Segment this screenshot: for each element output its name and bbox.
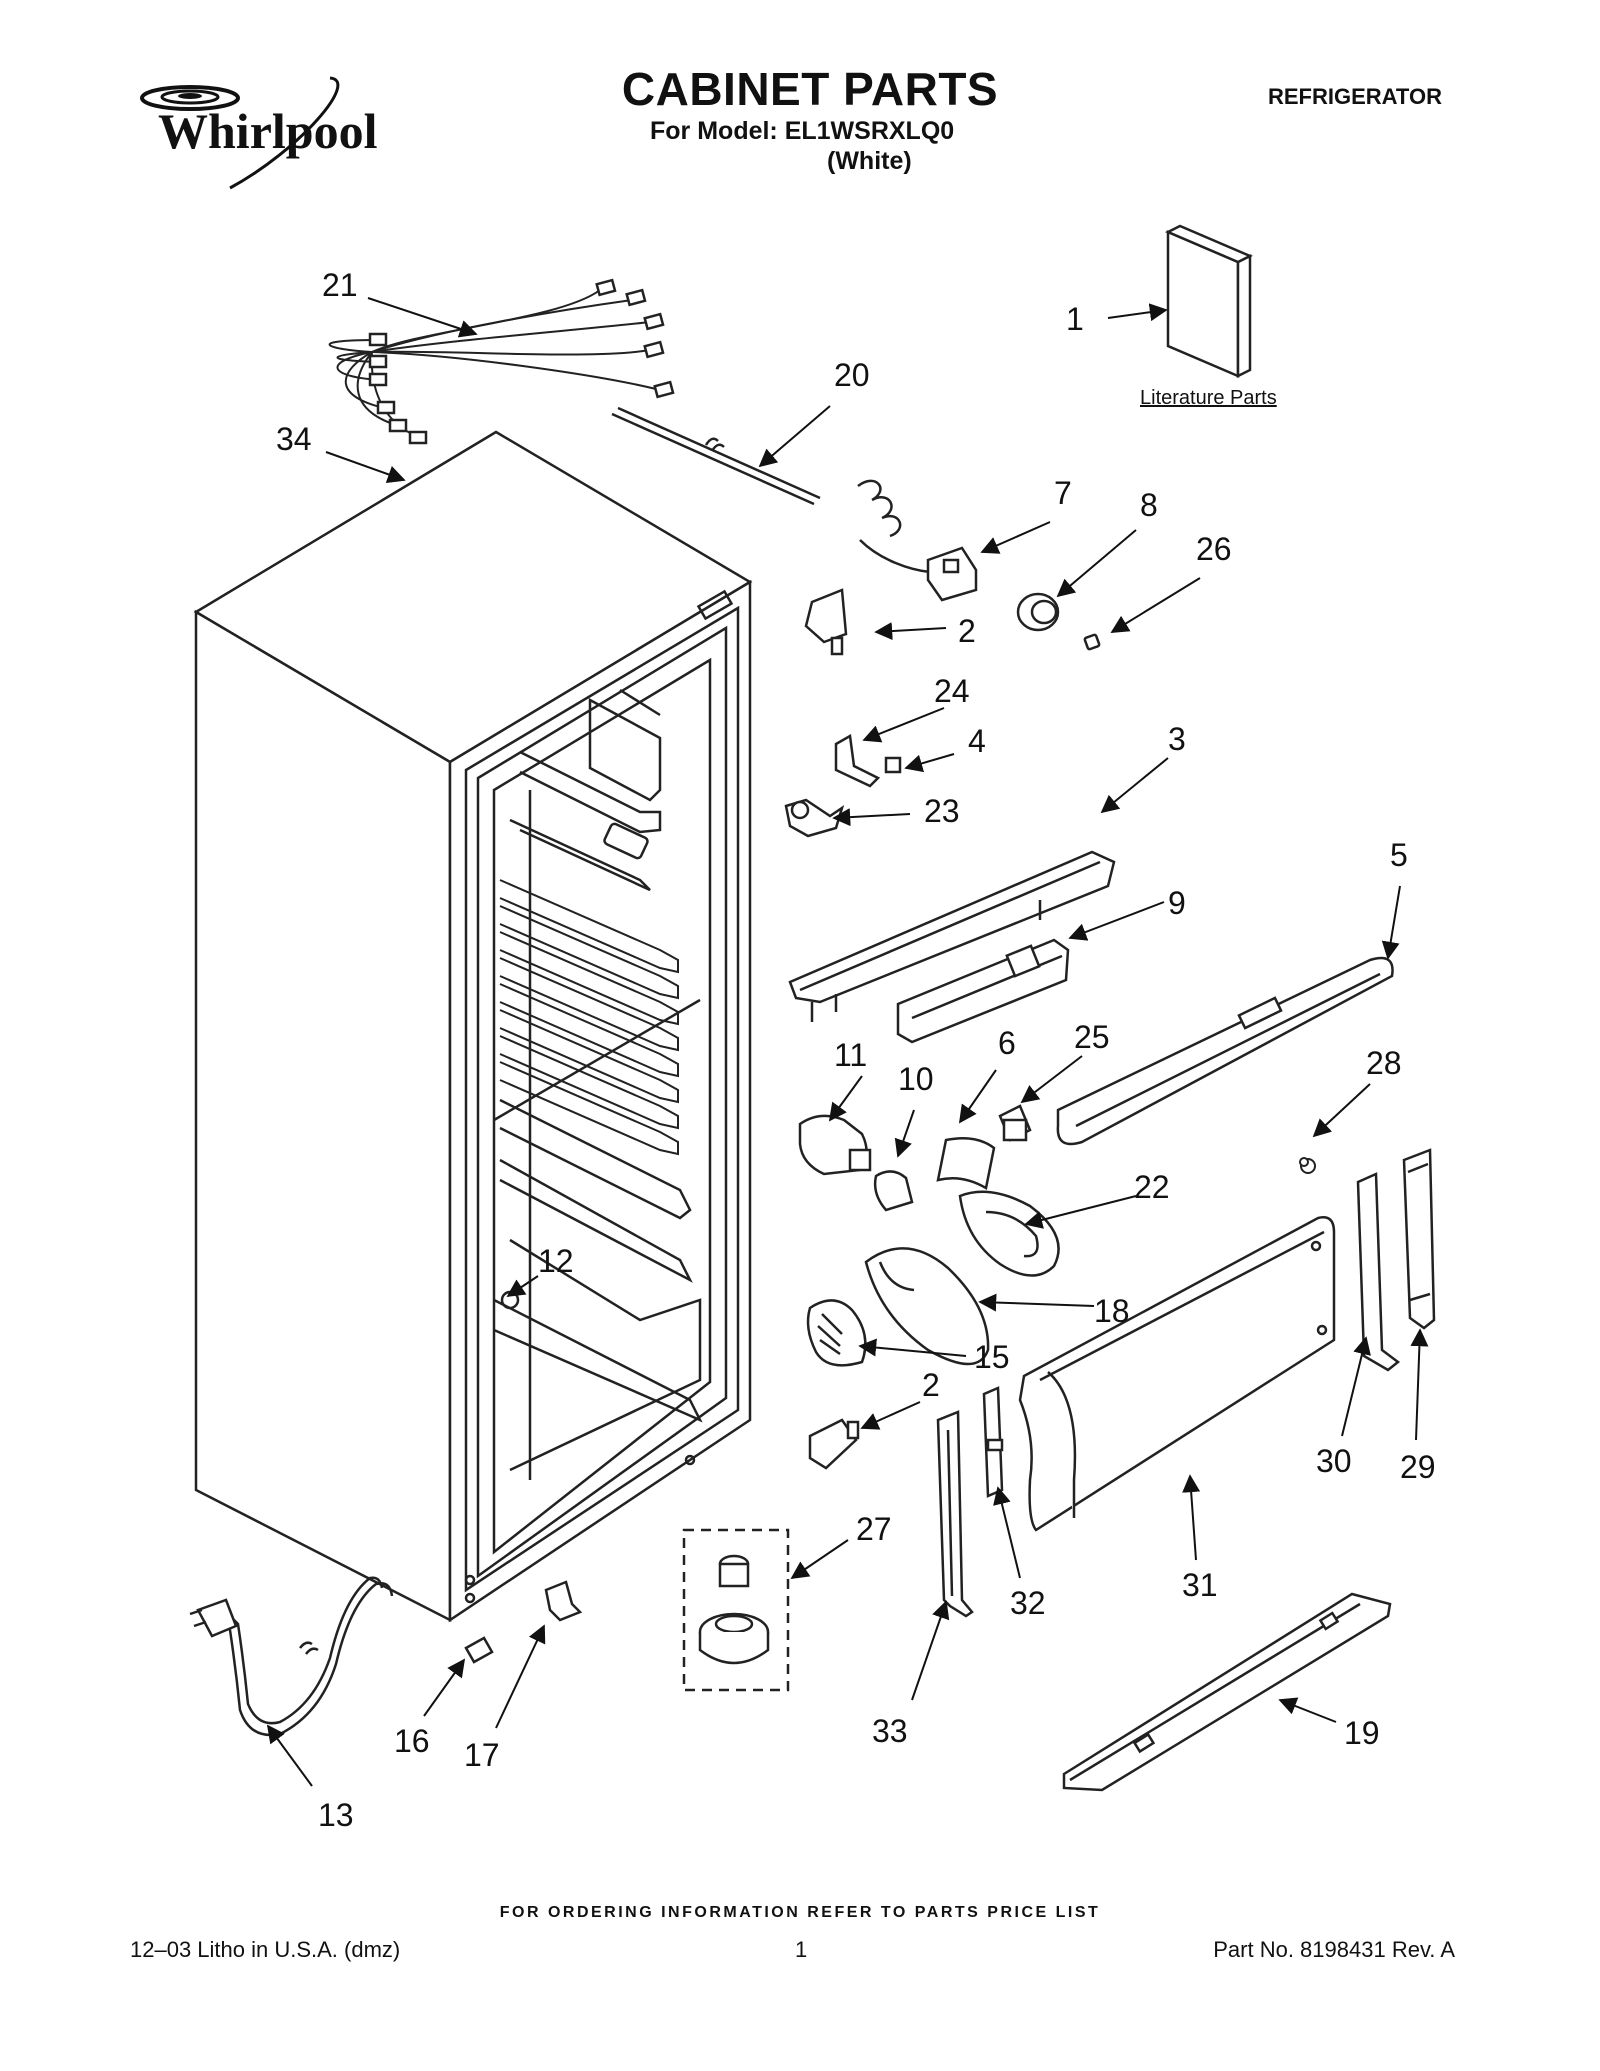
base-grille	[1062, 1592, 1392, 1792]
tube	[611, 406, 821, 506]
top-trim-bar	[788, 850, 1116, 1022]
part-label: 32	[1010, 1585, 1046, 1621]
model-line: For Model: EL1WSRXLQ0	[650, 117, 955, 145]
part-label: 26	[1196, 531, 1232, 567]
model-variant: (White)	[827, 147, 912, 175]
part-label: 3	[1168, 721, 1186, 757]
part-label: 5	[1390, 837, 1408, 873]
part-label: 29	[1400, 1449, 1436, 1485]
part-label: 1	[1066, 301, 1084, 337]
part-label: 30	[1316, 1443, 1352, 1479]
hinge-rails	[936, 1386, 1004, 1618]
litho-info: 12–03 Litho in U.S.A. (dmz)	[130, 1937, 401, 1962]
product-category: REFRIGERATOR	[1268, 84, 1442, 109]
part-label: 23	[924, 793, 960, 829]
door-rails	[1356, 1148, 1436, 1372]
part-label: 10	[898, 1061, 934, 1097]
part-label: 19	[1344, 1715, 1380, 1751]
power-cord	[189, 1576, 394, 1737]
part-label: 34	[276, 421, 312, 457]
brand-logo-text: Whirlpool	[158, 103, 378, 159]
part-label: 28	[1366, 1045, 1402, 1081]
part-label: 22	[1134, 1169, 1170, 1205]
part-label: 21	[322, 267, 358, 303]
light-cover	[806, 1247, 990, 1367]
refrigerator-door	[1018, 1216, 1336, 1532]
part-label: 20	[834, 357, 870, 393]
part-label: 2	[922, 1367, 940, 1403]
part-label: 17	[464, 1737, 500, 1773]
hinge-bracket-top	[804, 588, 848, 656]
clips	[784, 733, 902, 838]
part-label: 4	[968, 723, 986, 759]
part-label: 33	[872, 1713, 908, 1749]
light-bracket	[958, 1190, 1060, 1277]
part-number: Part No. 8198431 Rev. A	[1213, 1937, 1455, 1962]
leveling-leg	[682, 1528, 790, 1692]
light-housing	[896, 938, 1070, 1044]
part-label: 11	[834, 1037, 867, 1073]
thermostat	[857, 479, 978, 602]
wire-harness	[328, 278, 675, 445]
part-label: 12	[538, 1243, 574, 1279]
part-label: 31	[1182, 1567, 1218, 1603]
part-label: 16	[394, 1723, 430, 1759]
part-label: 13	[318, 1797, 354, 1833]
refrigerator-cabinet	[193, 430, 753, 1623]
handle-trim	[1056, 956, 1394, 1146]
part-label: 2	[958, 613, 976, 649]
leader-arrows	[266, 297, 1429, 1787]
small-clips	[464, 1580, 583, 1664]
part-label: 8	[1140, 487, 1158, 523]
small-part	[1299, 1157, 1316, 1174]
part-label: 18	[1094, 1293, 1130, 1329]
part-label: 15	[974, 1339, 1010, 1375]
part-label: 7	[1054, 475, 1072, 511]
lamp-parts	[798, 1104, 1032, 1212]
literature-parts-label: Literature Parts	[1140, 387, 1277, 409]
part-label: 27	[856, 1511, 892, 1547]
part-label: 6	[998, 1025, 1016, 1061]
knob	[1016, 592, 1101, 651]
page-number: 1	[795, 1937, 808, 1962]
hinge-bracket-bottom	[808, 1418, 860, 1470]
part-label: 25	[1074, 1019, 1110, 1055]
whirlpool-logo: Whirlpool	[140, 76, 378, 190]
part-label: 9	[1168, 885, 1186, 921]
page-title: CABINET PARTS	[621, 63, 999, 115]
literature-book	[1165, 224, 1253, 379]
part-label: 24	[934, 673, 970, 709]
part-labels: 1 20 21 34 7 8 26 2 24 4 3 23 5 9 11 6 2…	[276, 267, 1436, 1833]
ordering-info: FOR ORDERING INFORMATION REFER TO PARTS …	[499, 1904, 1101, 1921]
